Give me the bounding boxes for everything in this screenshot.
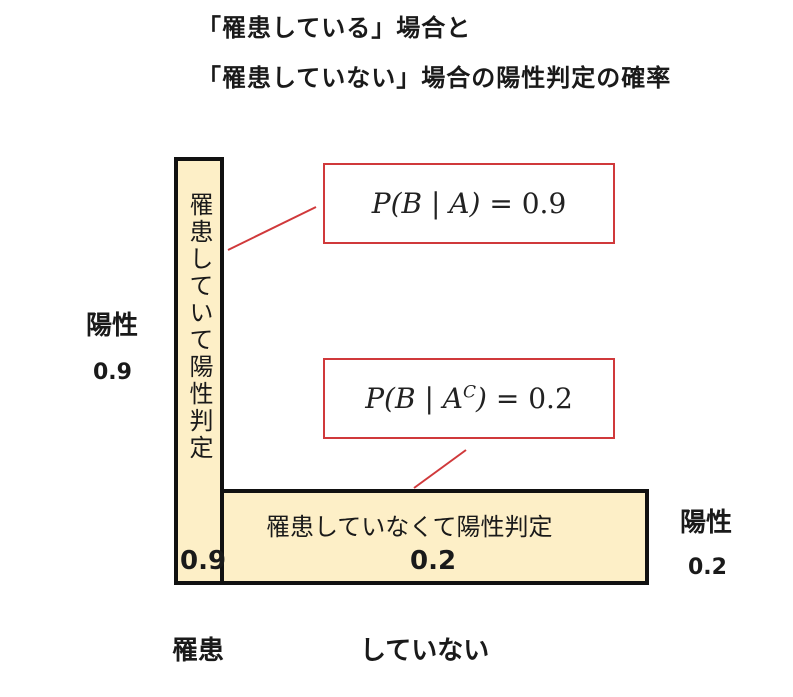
not-infected-positive-label: 罹患していなくて陽性判定 [266,513,553,541]
left-positive-label: 陽性 [86,311,139,341]
callout-line-infected [227,206,317,251]
infected-positive-label: 罹患していて陽性判定 [185,192,213,462]
callout-line-not-infected [413,449,467,489]
formula-infected: P(B | A) = 0.9 [371,187,567,220]
formula-box-infected: P(B | A) = 0.9 [323,163,615,244]
bottom-label-infected: 罹患 [172,636,225,666]
right-positive-label: 陽性 [680,508,733,538]
title-line-1: 「罹患している」場合と [197,14,472,42]
infected-positive-bar [174,157,224,585]
not-infected-positive-bar [220,489,649,585]
left-positive-value: 0.9 [93,360,132,385]
title-line-2: 「罹患していない」場合の陽性判定の確率 [197,64,672,92]
bottom-label-not-infected: していない [360,636,490,666]
right-positive-value: 0.2 [688,555,727,580]
not-infected-positive-value: 0.2 [410,546,457,576]
formula-not-infected: P(B | AC) = 0.2 [365,382,573,415]
infected-positive-value: 0.9 [180,546,227,576]
formula-box-not-infected: P(B | AC) = 0.2 [323,358,615,439]
